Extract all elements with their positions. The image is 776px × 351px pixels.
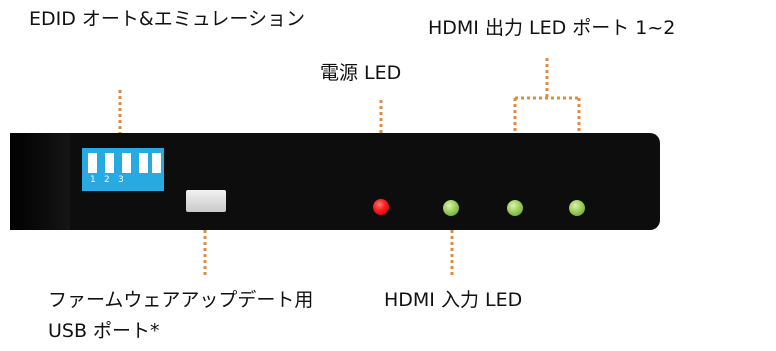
dip-number-1: 1: [90, 175, 96, 185]
dip-key[interactable]: [88, 153, 97, 173]
device-edge-shade: [10, 133, 70, 230]
device-front-panel: 1 2 3: [10, 133, 660, 230]
dip-key[interactable]: [122, 153, 131, 173]
dip-switch-icon[interactable]: 1 2 3: [82, 148, 164, 191]
dip-number-2: 2: [104, 175, 110, 185]
power-led-icon: [373, 199, 389, 215]
hdmi-out-led-port2-icon: [569, 200, 585, 216]
dip-key[interactable]: [152, 153, 161, 173]
dip-key[interactable]: [139, 153, 148, 173]
power-led-label: 電源 LED: [320, 62, 402, 84]
hdmi-in-led-label: HDMI 入力 LED: [384, 289, 523, 311]
hdmi-out-led-port1-icon: [507, 200, 523, 216]
usb-port-label-line1: ファームウェアアップデート用: [48, 289, 314, 311]
edid-label: EDID オート&エミュレーション: [29, 8, 305, 30]
mini-usb-port-icon[interactable]: [186, 190, 226, 212]
hdmi-in-led-icon: [443, 200, 459, 216]
dip-key[interactable]: [105, 153, 114, 173]
dip-number-3: 3: [118, 175, 124, 185]
usb-port-label-line2: USB ポート*: [48, 320, 160, 342]
hdmi-out-led-label: HDMI 出力 LED ポート 1~2: [428, 17, 676, 39]
